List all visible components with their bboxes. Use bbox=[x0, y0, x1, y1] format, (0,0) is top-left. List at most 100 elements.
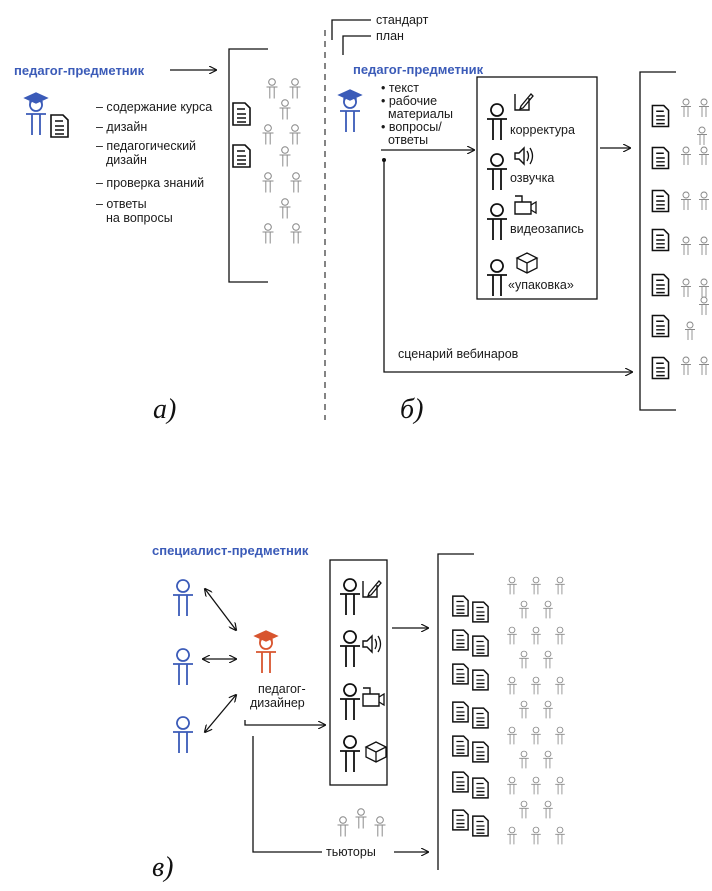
document-icon bbox=[651, 356, 670, 380]
tutor-icon bbox=[337, 816, 349, 837]
legend-line-standard bbox=[331, 19, 371, 40]
person-icon bbox=[340, 630, 360, 667]
graduate-icon bbox=[337, 89, 363, 132]
panel-c-title: специалист-предметник bbox=[152, 543, 309, 558]
document-icon bbox=[472, 777, 489, 799]
panel-b-bracket bbox=[639, 71, 676, 411]
panel-a-title: педагог-предметник bbox=[14, 63, 145, 78]
learner-icon bbox=[699, 236, 709, 255]
document-icon bbox=[651, 314, 670, 338]
learner-icon bbox=[531, 776, 541, 795]
panel-a-item-1: – содержание курса bbox=[96, 100, 212, 114]
document-icon bbox=[452, 595, 469, 617]
learner-icon bbox=[507, 826, 517, 845]
learner-icon bbox=[681, 191, 691, 210]
webinar-label: сценарий вебинаров bbox=[398, 347, 519, 361]
learner-icon bbox=[543, 600, 553, 619]
pencil-icon bbox=[362, 580, 382, 598]
learner-icon bbox=[685, 321, 695, 340]
document-column-b bbox=[651, 104, 670, 380]
arrow-designer-to-production bbox=[244, 720, 325, 725]
learner-icon bbox=[507, 726, 517, 745]
document-icon bbox=[472, 635, 489, 657]
learner-icon bbox=[531, 576, 541, 595]
learner-icon bbox=[681, 278, 691, 297]
camera-icon bbox=[362, 687, 385, 707]
panel-a-item-2: – дизайн bbox=[96, 120, 147, 134]
document-icon bbox=[232, 144, 251, 168]
learner-group-a bbox=[262, 78, 302, 244]
panel-a-bracket bbox=[228, 48, 268, 283]
learner-icon bbox=[555, 826, 565, 845]
learner-icon bbox=[699, 98, 709, 117]
production-box bbox=[476, 76, 598, 300]
document-icon bbox=[452, 771, 469, 793]
arrow-specialist-1 bbox=[205, 589, 236, 630]
person-icon bbox=[487, 153, 507, 190]
box-icon bbox=[364, 741, 388, 763]
arrow-specialist-3 bbox=[205, 695, 236, 732]
person-icon bbox=[340, 735, 360, 772]
document-icon bbox=[452, 629, 469, 651]
learner-icon bbox=[531, 626, 541, 645]
role-proofreading: корректура bbox=[510, 123, 575, 137]
person-icon bbox=[487, 203, 507, 240]
learner-icon bbox=[555, 726, 565, 745]
legend-standard: стандарт bbox=[376, 13, 429, 27]
learner-icon bbox=[531, 726, 541, 745]
learner-icon bbox=[279, 146, 291, 167]
person-icon bbox=[340, 683, 360, 720]
caption-b: б) bbox=[400, 394, 423, 425]
panel-c: специалист-предметник педагог- дизайнер … bbox=[152, 543, 565, 883]
document-icon bbox=[651, 228, 670, 252]
learner-icon bbox=[519, 800, 529, 819]
document-icon bbox=[452, 809, 469, 831]
designer-label-1: педагог- bbox=[258, 682, 306, 696]
document-icon bbox=[452, 663, 469, 685]
learner-icon bbox=[699, 146, 709, 165]
arrow-webinar bbox=[383, 160, 632, 372]
learner-icon bbox=[507, 776, 517, 795]
camera-icon bbox=[514, 195, 537, 215]
bullet-qa: • вопросы/ bbox=[381, 120, 442, 134]
person-icon bbox=[487, 259, 507, 296]
document-icon bbox=[472, 815, 489, 837]
learner-icon bbox=[289, 78, 301, 99]
document-icon bbox=[472, 601, 489, 623]
document-icon bbox=[651, 104, 670, 128]
panel-a-item-5b: на вопросы bbox=[106, 211, 173, 225]
learner-icon bbox=[543, 650, 553, 669]
learner-icon bbox=[555, 676, 565, 695]
box-icon bbox=[515, 252, 539, 274]
panel-a-item-5: – ответы bbox=[96, 197, 147, 211]
legend-line-plan bbox=[342, 35, 371, 55]
speaker-icon bbox=[362, 634, 382, 654]
document-icon bbox=[472, 707, 489, 729]
learner-icon bbox=[262, 172, 274, 193]
learner-icon bbox=[531, 676, 541, 695]
bullet-qa-b: ответы bbox=[388, 133, 428, 147]
bullet-materials-b: материалы bbox=[388, 107, 453, 121]
learner-icon bbox=[507, 676, 517, 695]
tutor-icon bbox=[374, 816, 386, 837]
learner-icon bbox=[266, 78, 278, 99]
learner-icon bbox=[681, 236, 691, 255]
role-voiceover: озвучка bbox=[510, 171, 554, 185]
learner-icon bbox=[681, 356, 691, 375]
document-icon bbox=[472, 741, 489, 763]
designer-label-2: дизайнер bbox=[250, 696, 305, 710]
designer-icon bbox=[253, 630, 279, 673]
panel-b: стандарт план педагог-предметник • текст… bbox=[331, 13, 709, 425]
learner-icon bbox=[290, 223, 302, 244]
pencil-icon bbox=[514, 93, 534, 111]
legend-plan: план bbox=[376, 29, 404, 43]
document-icon bbox=[472, 669, 489, 691]
learner-icon bbox=[279, 99, 291, 120]
panel-a-item-3: – педагогический bbox=[96, 139, 196, 153]
caption-c: в) bbox=[152, 852, 173, 883]
production-box-c bbox=[329, 559, 388, 786]
learner-icon bbox=[699, 278, 709, 297]
document-icon bbox=[651, 273, 670, 297]
